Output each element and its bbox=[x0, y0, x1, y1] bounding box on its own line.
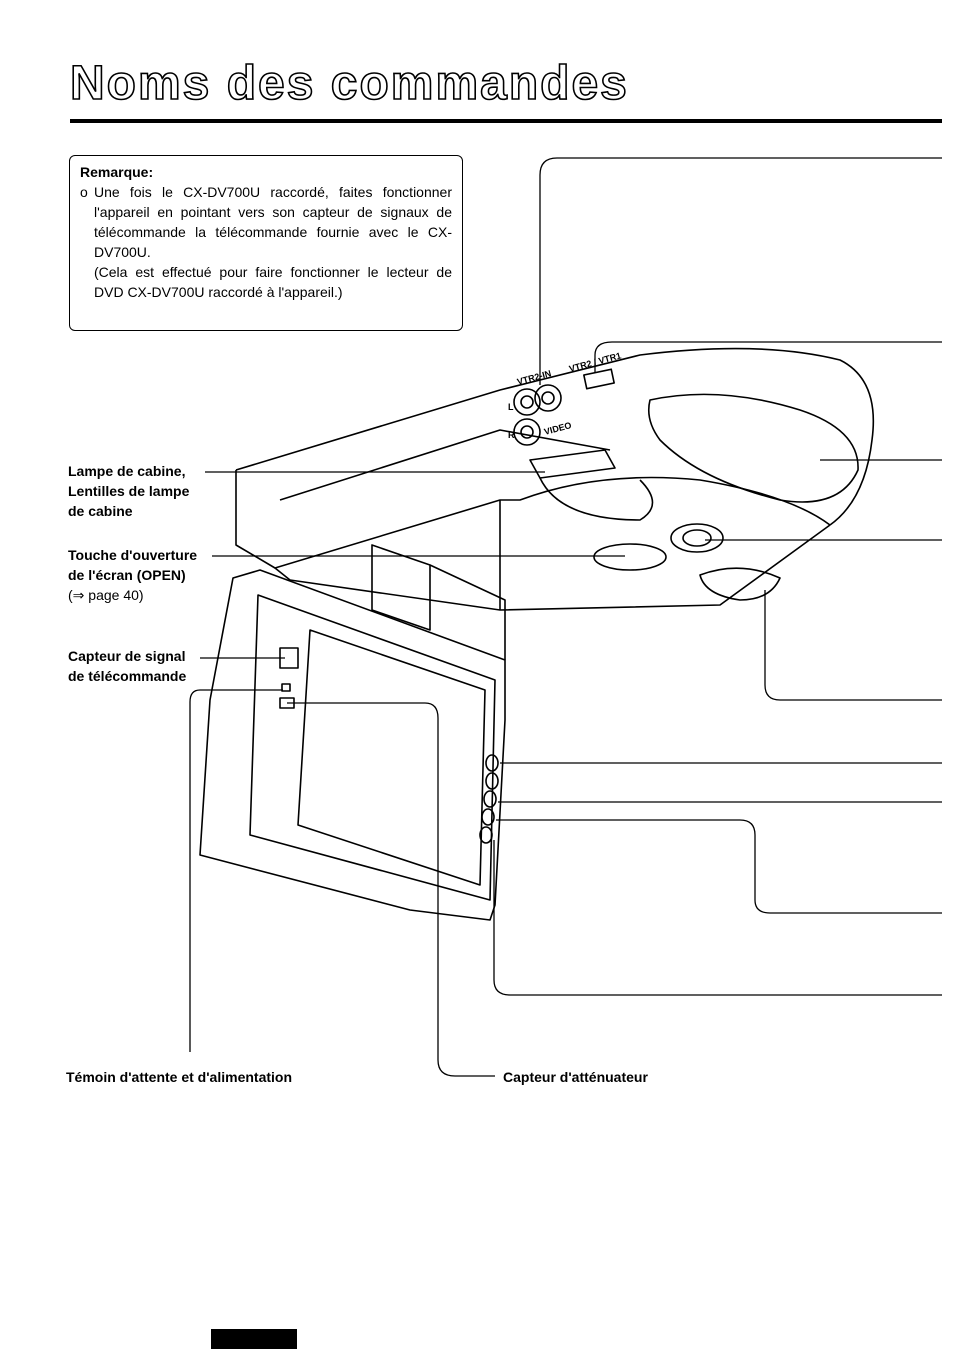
ceiling-unit-front bbox=[235, 470, 831, 569]
leader-dimmer bbox=[287, 702, 495, 1077]
left-marking: L bbox=[508, 402, 514, 412]
jack-video bbox=[534, 384, 562, 412]
note-box: Remarque: o Une fois le CX-DV700U raccor… bbox=[69, 155, 463, 331]
label-cabin-lamp-line1: Lampe de cabine, bbox=[68, 463, 186, 479]
label-cabin-lamp-line3: de cabine bbox=[68, 503, 133, 519]
leader-lens-right bbox=[764, 590, 942, 701]
label-open-button: Touche d'ouverture de l'écran (OPEN) (⇒ … bbox=[68, 545, 202, 605]
side-button-2 bbox=[485, 772, 499, 790]
ceiling-unit-top bbox=[235, 347, 875, 526]
label-open-line1: Touche d'ouverture bbox=[68, 547, 198, 563]
label-open-line2: de l'écran (OPEN) bbox=[68, 567, 186, 583]
ceiling-unit-bottom bbox=[274, 524, 831, 611]
label-open-page-ref: (⇒ page 40) bbox=[68, 587, 144, 603]
leader-vtr-switch bbox=[594, 341, 942, 372]
leader-button-5 bbox=[493, 840, 942, 996]
hinge bbox=[371, 544, 431, 631]
side-button-3 bbox=[483, 790, 497, 808]
leader-button-4 bbox=[496, 819, 942, 914]
note-text-1: Une fois le CX-DV700U raccordé, faites f… bbox=[94, 184, 452, 260]
note-item: o Une fois le CX-DV700U raccordé, faites… bbox=[80, 182, 452, 302]
video-marking: VIDEO bbox=[543, 420, 573, 437]
right-marking: R bbox=[508, 430, 515, 440]
note-bullet: o bbox=[80, 184, 88, 200]
label-standby-indicator: Témoin d'attente et d'alimentation bbox=[66, 1067, 297, 1087]
label-dimmer-sensor: Capteur d'atténuateur bbox=[503, 1067, 652, 1087]
side-button-4 bbox=[481, 808, 495, 826]
jack-left bbox=[513, 388, 541, 416]
lamp-lens-right bbox=[699, 567, 781, 601]
standby-led-shape bbox=[281, 683, 291, 692]
cabin-lamp-lens bbox=[529, 449, 616, 479]
label-cabin-lamp: Lampe de cabine, Lentilles de lampe de c… bbox=[68, 461, 194, 521]
cabin-lamp-dome bbox=[647, 393, 859, 503]
leader-standby bbox=[189, 689, 283, 1052]
note-heading: Remarque: bbox=[80, 164, 154, 180]
side-button-1 bbox=[485, 754, 499, 772]
page-title: Noms des commandes bbox=[69, 56, 629, 111]
monitor-bezel bbox=[249, 594, 496, 901]
page-number-tab bbox=[211, 1329, 297, 1349]
label-remote-sensor: Capteur de signal de télécommande bbox=[68, 646, 191, 686]
lamp-lens-curve bbox=[539, 477, 654, 521]
vtr-switch bbox=[583, 368, 615, 390]
note-text-2: (Cela est effectué pour faire fonctionne… bbox=[94, 264, 452, 300]
title-rule bbox=[70, 119, 942, 123]
note-body: Une fois le CX-DV700U raccordé, faites f… bbox=[94, 182, 452, 302]
label-sensor-line2: de télécommande bbox=[68, 668, 187, 684]
vtr2-in-marking: VTR2-IN bbox=[516, 368, 552, 387]
monitor-screen bbox=[297, 629, 486, 886]
open-button-shape bbox=[593, 543, 667, 571]
side-button-5 bbox=[479, 826, 493, 844]
dial-shape bbox=[670, 523, 724, 553]
jack-right bbox=[513, 418, 541, 446]
monitor-frame bbox=[199, 569, 506, 921]
label-cabin-lamp-line2: Lentilles de lampe bbox=[68, 483, 190, 499]
leader-vtr2-in bbox=[539, 157, 942, 385]
label-sensor-line1: Capteur de signal bbox=[68, 648, 186, 664]
ceiling-unit-inner bbox=[279, 429, 611, 501]
